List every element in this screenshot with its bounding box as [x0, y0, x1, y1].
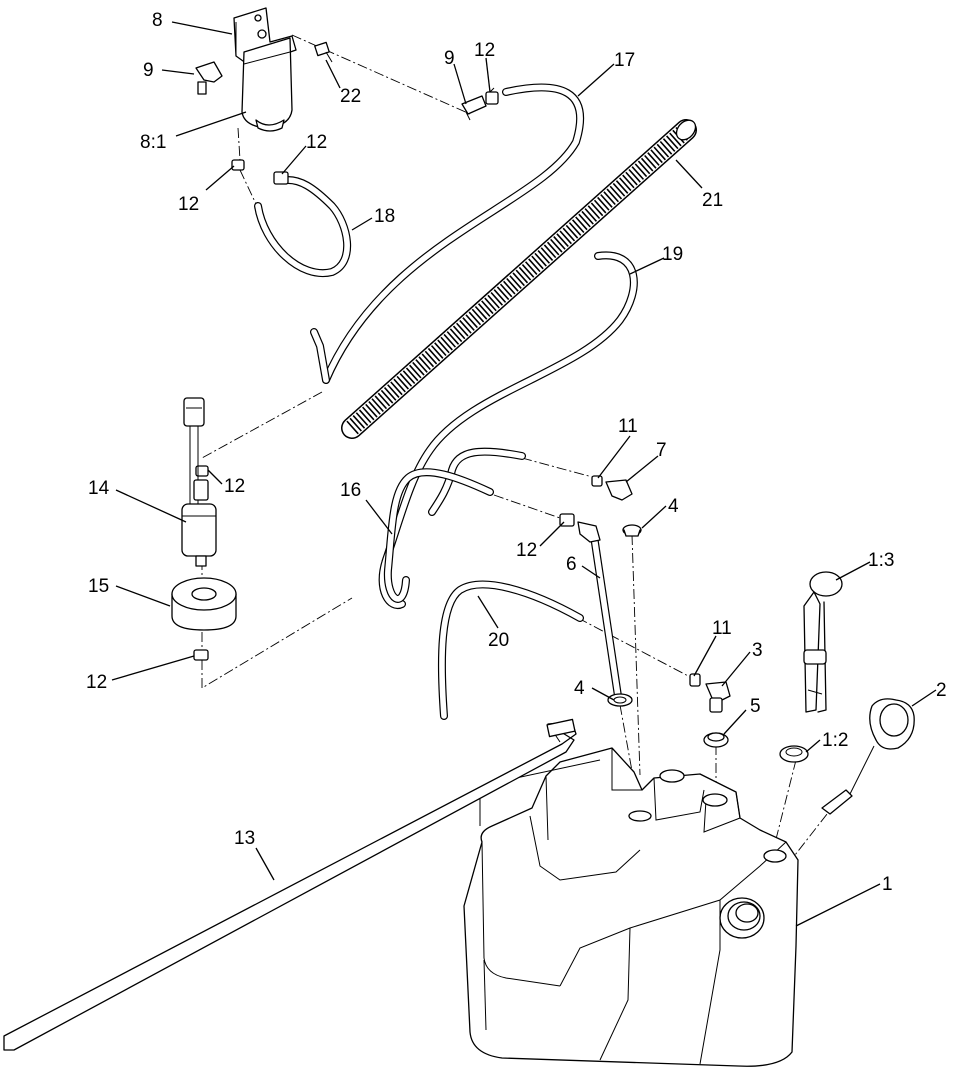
callout-2: 2: [936, 680, 947, 701]
callout-11: 11: [712, 618, 732, 639]
callout-12: 12: [224, 476, 245, 497]
assembly-lines: [201, 34, 839, 911]
callout-12: 12: [86, 672, 107, 693]
clamp-11-upper: [591, 475, 603, 487]
callout-7: 7: [656, 440, 667, 461]
elbow-fitting-9a: [195, 61, 223, 95]
callout-4: 4: [668, 496, 679, 517]
fuel-cap: [821, 698, 915, 815]
callout-19: 19: [662, 244, 683, 265]
callout-16: 16: [340, 480, 361, 501]
clamp-11-lower: [689, 673, 701, 687]
fuel-pump-body: [181, 479, 217, 567]
pump-isolator: [171, 577, 237, 631]
bolt-22: [314, 41, 333, 63]
clamp-12-pump-bottom: [193, 649, 209, 661]
callout-8: 8: [152, 10, 163, 31]
callout-1-3: 1:3: [868, 550, 894, 571]
callout-12: 12: [474, 40, 495, 61]
pickup-tube-6: [590, 532, 622, 700]
callout-1-2: 1:2: [822, 730, 848, 751]
hose-20: [437, 580, 584, 720]
grommet-4-upper: [622, 524, 642, 537]
grommet-4-lower: [607, 693, 633, 707]
callout-21: 21: [702, 190, 723, 211]
clamp-12-filter-lower: [231, 159, 245, 171]
clamps-and-fittings: [193, 87, 731, 748]
callout-17: 17: [614, 50, 635, 71]
fuel-pump-assembly: [171, 397, 237, 631]
callout-12: 12: [516, 540, 537, 561]
callout-9: 9: [143, 60, 154, 81]
hose-19: [378, 251, 638, 609]
clamp-12-pump-top: [195, 465, 209, 477]
clamp-12-top-right: [485, 87, 499, 105]
hose-17: [310, 83, 585, 384]
fuel-tank: [463, 747, 799, 1067]
callout-1: 1: [882, 874, 893, 895]
sender-grommet: [779, 745, 809, 763]
callout-20: 20: [488, 630, 509, 651]
callout-22: 22: [340, 86, 361, 107]
callout-labels: 8 9 8:1 12 12 22 18 9 12 17 21 19 11 7 4…: [86, 10, 947, 895]
filler-neck: [719, 897, 765, 939]
callout-9: 9: [444, 48, 455, 69]
callout-18: 18: [374, 206, 395, 227]
corrugated-sleeve: [341, 119, 697, 439]
callout-13: 13: [234, 828, 255, 849]
callout-3: 3: [752, 640, 763, 661]
callout-11: 11: [618, 416, 638, 437]
callout-12: 12: [178, 194, 199, 215]
clamp-12-hose18: [273, 171, 289, 185]
tank-strap: [3, 718, 577, 1051]
pump-harness-connector: [183, 397, 205, 510]
callout-8-1: 8:1: [140, 132, 166, 153]
hoses: [254, 83, 638, 720]
callout-leaders: [111, 21, 937, 927]
callout-4: 4: [574, 678, 585, 699]
callout-12: 12: [306, 132, 327, 153]
elbow-pickup: [577, 521, 601, 543]
hose-18: [254, 176, 351, 278]
bushing-5: [703, 732, 729, 748]
fitting-9-top-right: [461, 95, 487, 121]
callout-14: 14: [88, 478, 110, 499]
callout-6: 6: [566, 554, 577, 575]
fuel-gauge-sender: [803, 571, 843, 713]
callout-5: 5: [750, 696, 761, 717]
filter-assembly: [195, 7, 333, 132]
callout-15: 15: [88, 576, 109, 597]
hose-16: [383, 447, 526, 603]
vent-fitting-3: [705, 681, 731, 713]
elbow-7: [605, 479, 633, 501]
